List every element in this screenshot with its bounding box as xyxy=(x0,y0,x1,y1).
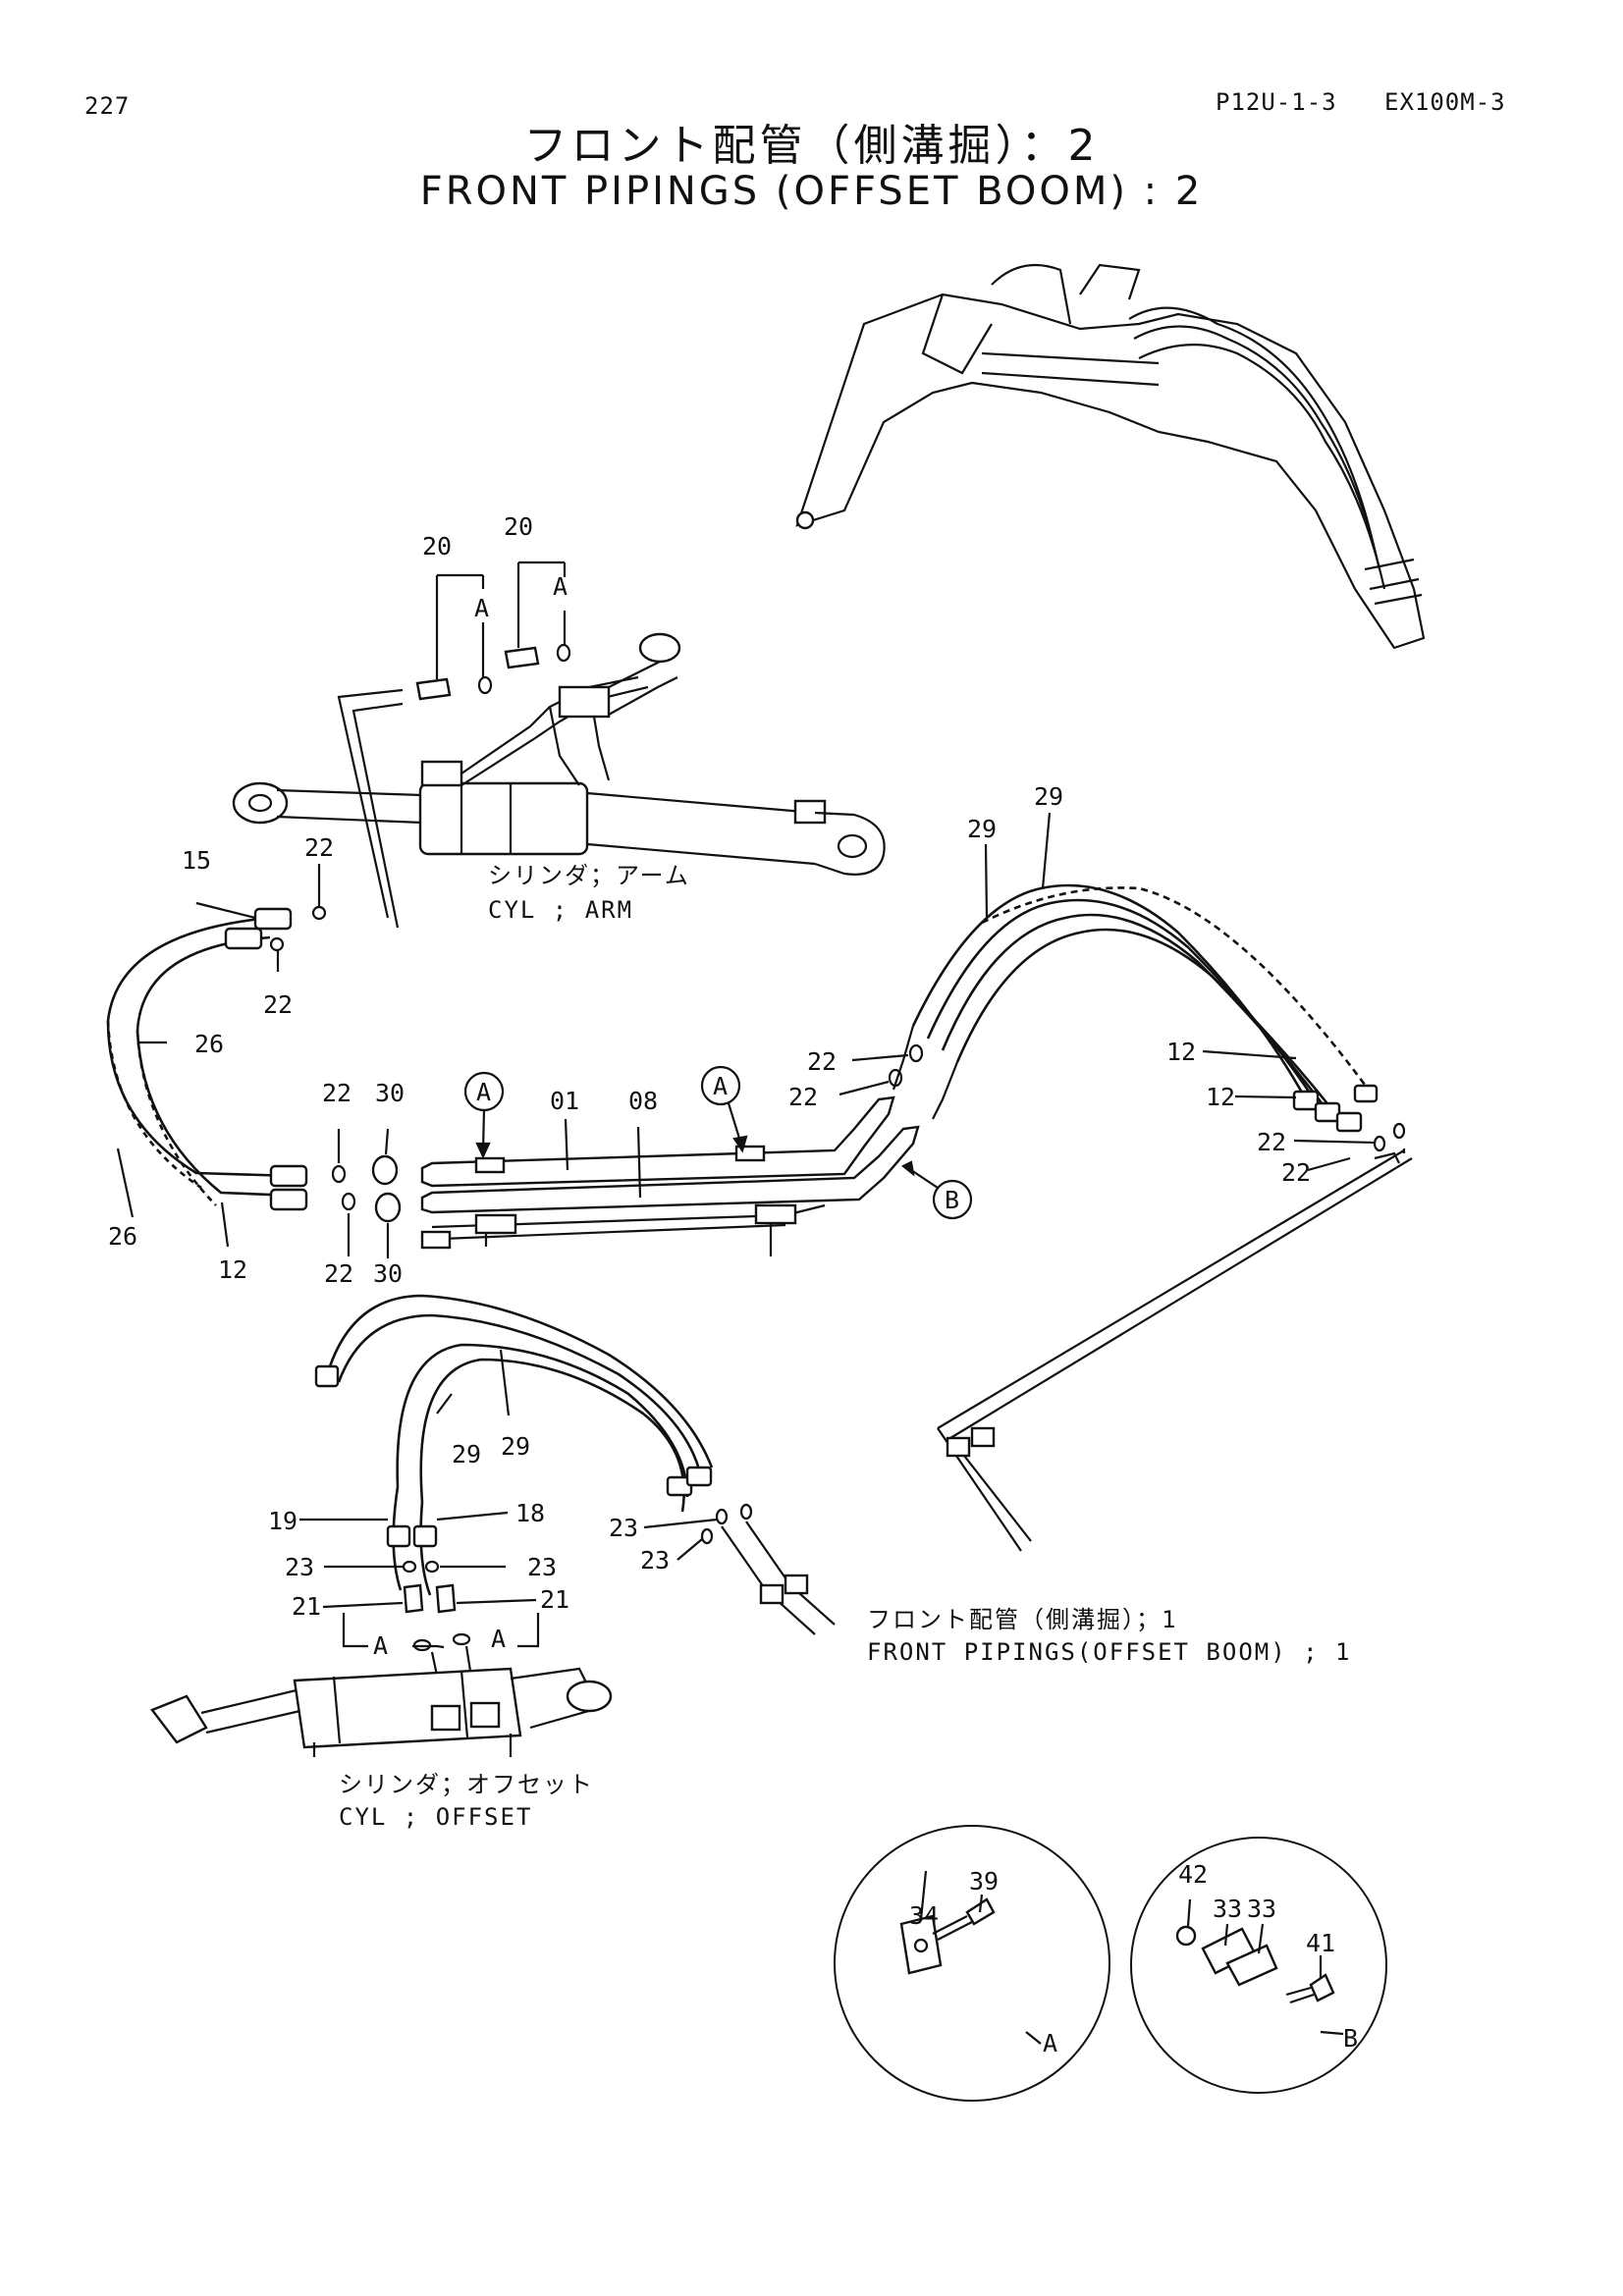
callout-22-pipe-upper: 22 xyxy=(807,1047,837,1076)
marker-a-right: A xyxy=(713,1072,728,1100)
caption-ref-page-jp: フロント配管（側溝掘）；1 xyxy=(867,1606,1177,1633)
callout-12-right-upper: 12 xyxy=(1166,1038,1196,1066)
callout-a-cut-lower-left: A xyxy=(373,1631,388,1660)
callout-15: 15 xyxy=(182,846,211,875)
callout-23-pipe-upper: 23 xyxy=(609,1514,638,1542)
callout-22-seal-top: 22 xyxy=(322,1079,352,1107)
callout-21-left: 21 xyxy=(292,1592,321,1621)
caption-offset-cylinder-en: CYL ; OFFSET xyxy=(339,1803,532,1831)
arm-cylinder-illustration xyxy=(232,632,886,876)
page-number: 227 xyxy=(84,92,131,120)
section-code: P12U-1-3 xyxy=(1216,88,1337,116)
offset-cylinder-illustration xyxy=(150,1667,613,1757)
callout-22-seal-bottom: 22 xyxy=(324,1259,353,1288)
caption-ref-page-en: FRONT PIPINGS(OFFSET BOOM) ; 1 xyxy=(867,1638,1351,1666)
hoses-right-group xyxy=(888,883,1413,1439)
callout-22-arm-top: 22 xyxy=(304,833,334,862)
marker-b: B xyxy=(945,1186,959,1214)
callout-21-right: 21 xyxy=(540,1585,569,1614)
callout-41: 41 xyxy=(1306,1929,1335,1957)
callout-numbers: 20 20 A A 15 22 22 26 26 12 22 22 30 30 … xyxy=(108,512,1335,1957)
detail-a-label: A xyxy=(1043,2029,1057,2057)
callout-22-right-lower: 22 xyxy=(1281,1158,1311,1187)
callout-33-right: 33 xyxy=(1247,1895,1276,1923)
callout-26-upper: 26 xyxy=(194,1030,224,1058)
callout-08: 08 xyxy=(628,1087,658,1115)
callout-23-pipe-lower: 23 xyxy=(640,1546,670,1575)
detail-b-circle xyxy=(1130,1837,1387,2094)
callout-12-right-lower: 12 xyxy=(1206,1083,1235,1111)
hoses-lower-group xyxy=(314,1294,1032,1635)
callout-18: 18 xyxy=(515,1499,545,1527)
callout-22-arm-bottom: 22 xyxy=(263,990,293,1019)
callout-20-left: 20 xyxy=(422,532,452,561)
captions: シリンダ；アーム CYL ; ARM シリンダ；オフセット CYL ; OFFS… xyxy=(339,862,1351,1831)
callout-34: 34 xyxy=(909,1901,939,1930)
callout-22-right-upper: 22 xyxy=(1257,1128,1286,1156)
callout-20-right: 20 xyxy=(504,512,533,541)
callout-29-upper-left: 29 xyxy=(967,815,997,843)
callout-22-pipe-lower: 22 xyxy=(788,1083,818,1111)
callout-29-lower-left: 29 xyxy=(452,1440,481,1468)
callout-12-left: 12 xyxy=(218,1255,247,1284)
callout-19: 19 xyxy=(268,1507,298,1535)
callout-01: 01 xyxy=(550,1087,579,1115)
marker-a-left: A xyxy=(476,1078,491,1106)
caption-arm-cylinder-jp: シリンダ；アーム xyxy=(488,862,690,889)
callout-23-right: 23 xyxy=(527,1553,557,1581)
callout-a-cut-lower-right: A xyxy=(491,1625,506,1653)
callout-a-cut-left: A xyxy=(474,594,489,622)
pipes-01-08-group xyxy=(420,1095,920,1256)
callout-a-cut-right: A xyxy=(553,572,568,601)
callout-23-left: 23 xyxy=(285,1553,314,1581)
boom-overview-illustration xyxy=(795,263,1426,650)
callout-30-top: 30 xyxy=(375,1079,405,1107)
caption-offset-cylinder-jp: シリンダ；オフセット xyxy=(339,1771,594,1798)
callout-29-upper-right: 29 xyxy=(1034,782,1063,811)
callout-33-left: 33 xyxy=(1213,1895,1242,1923)
detail-b-label: B xyxy=(1343,2024,1358,2053)
model-code: EX100M-3 xyxy=(1384,88,1506,116)
section-markers: A A B A B xyxy=(463,1065,1358,2057)
callout-39: 39 xyxy=(969,1867,999,1896)
callout-29-lower-right: 29 xyxy=(501,1432,530,1461)
title-japanese: フロント配管（側溝掘）：2 xyxy=(523,121,1100,171)
callout-26-lower: 26 xyxy=(108,1222,137,1251)
caption-arm-cylinder-en: CYL ; ARM xyxy=(488,896,633,924)
callout-42: 42 xyxy=(1178,1860,1208,1889)
callout-30-bottom: 30 xyxy=(373,1259,403,1288)
hoses-left-group xyxy=(106,905,327,1211)
fittings-20-group xyxy=(337,561,571,929)
seals-22-30-group xyxy=(331,1128,402,1258)
leader-lines xyxy=(116,812,1376,2045)
title-english: FRONT PIPINGS (OFFSET BOOM) : 2 xyxy=(419,169,1204,214)
